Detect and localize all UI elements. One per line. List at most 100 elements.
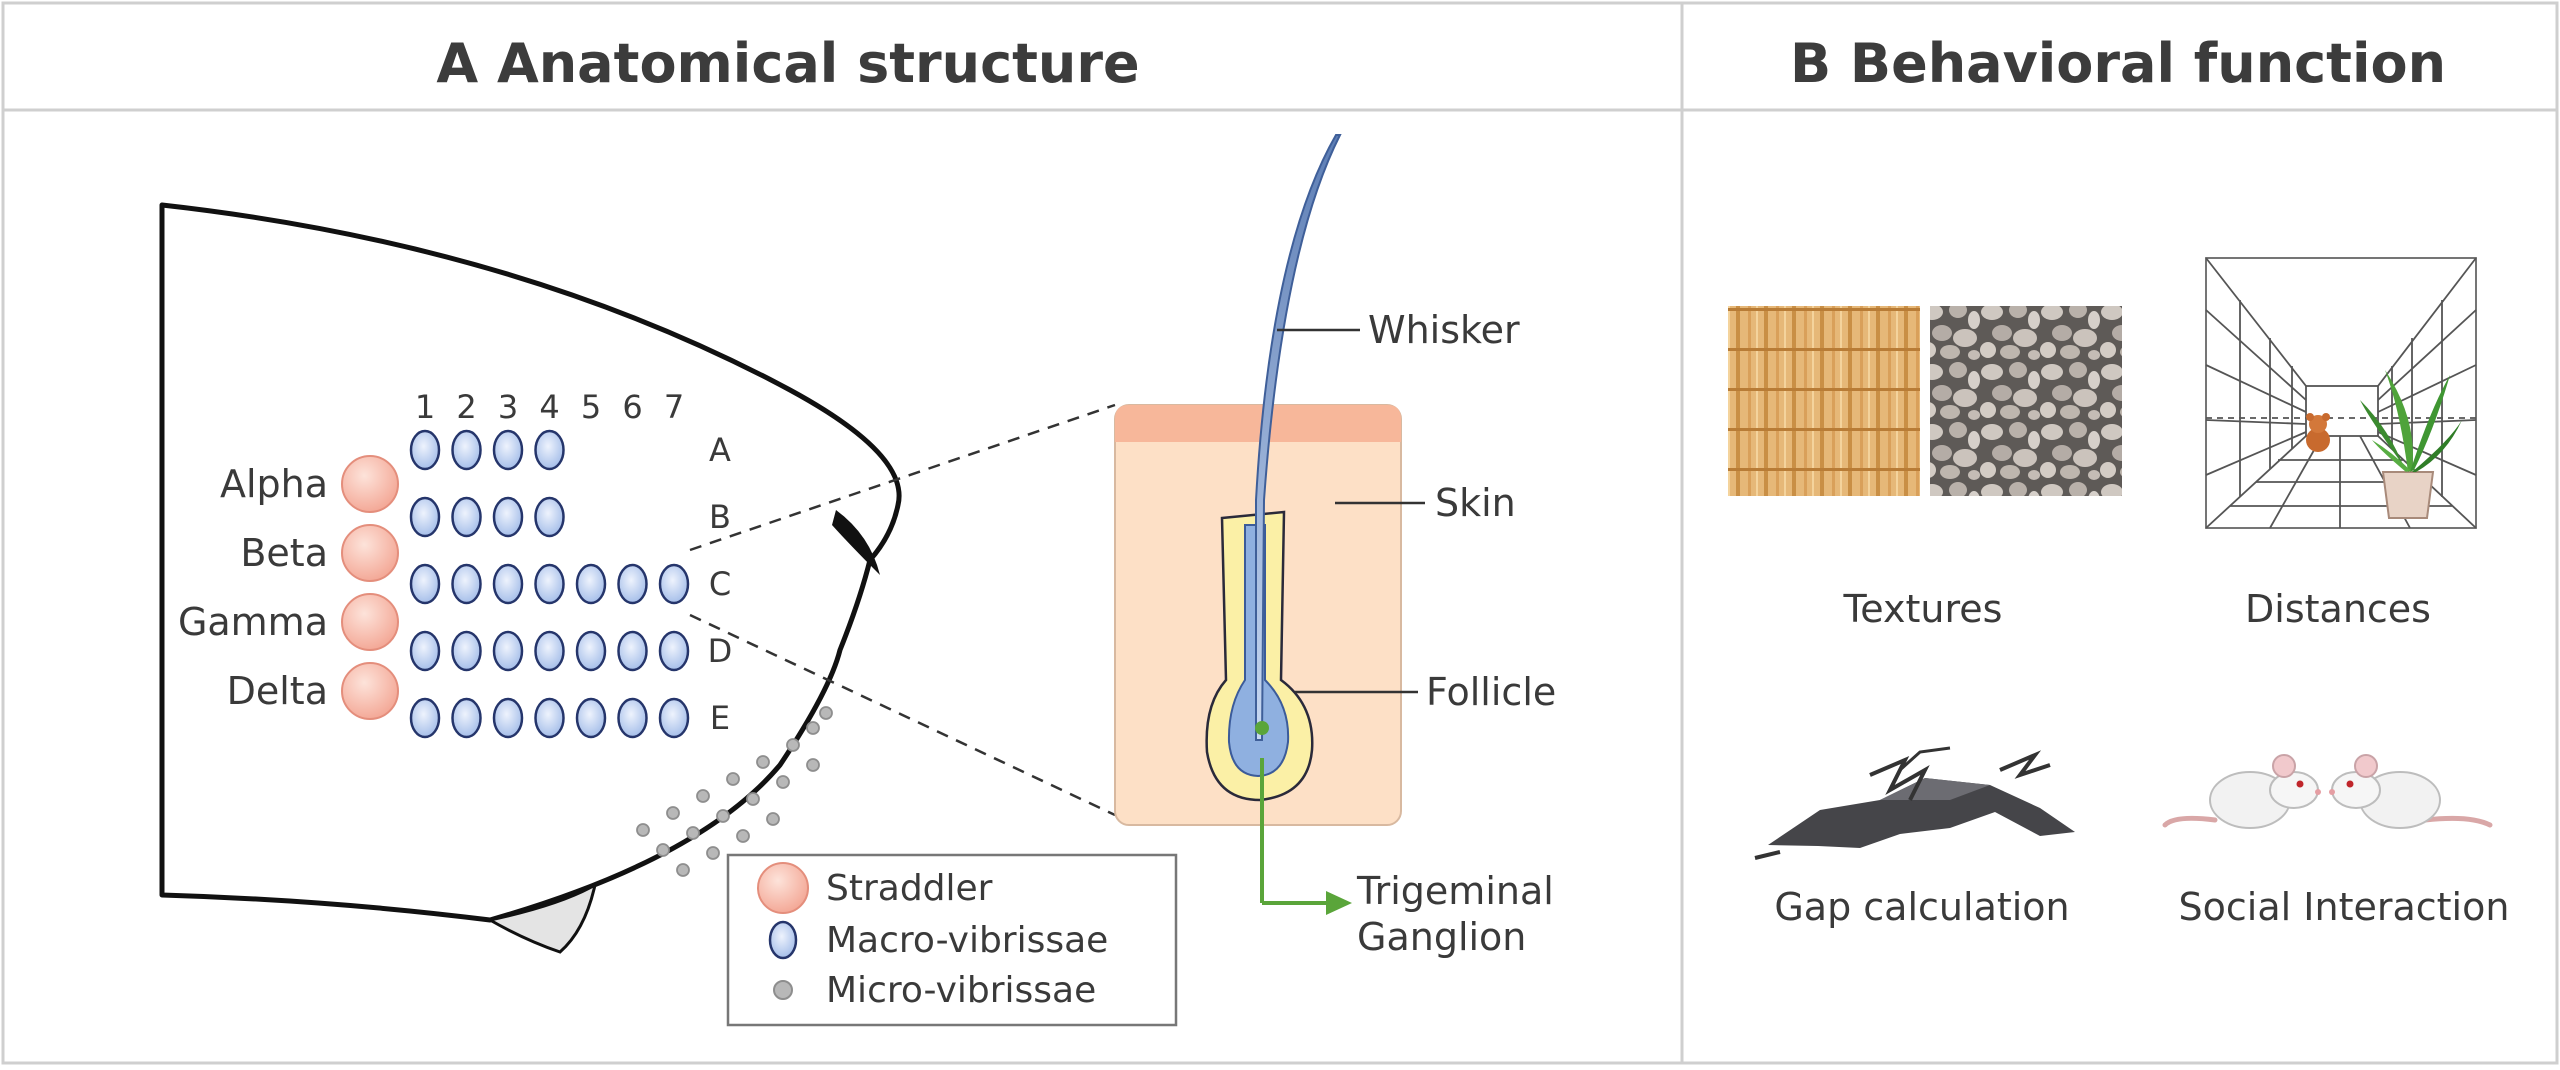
straddler-circle <box>341 662 399 720</box>
micro-vibrissa <box>656 843 670 857</box>
legend: Straddler Macro-vibrissae Micro-vibrissa… <box>726 853 1178 1027</box>
straddler-label: Beta <box>240 531 328 575</box>
macro-vibrissa <box>451 429 482 471</box>
legend-straddler-label: Straddler <box>826 868 993 909</box>
ganglion-label-line1: Trigeminal <box>1356 869 1554 913</box>
micro-vibrissa <box>666 806 680 820</box>
legend-micro-swatch <box>773 980 793 1000</box>
column-number: 5 <box>581 388 601 426</box>
gap-crack-icon <box>1754 746 2075 860</box>
macro-vibrissa <box>534 429 565 471</box>
macro-vibrissa <box>658 697 690 739</box>
distances-label: Distances <box>2245 587 2431 631</box>
pebble-texture <box>1930 306 2122 496</box>
column-number: 7 <box>664 388 684 426</box>
row-letter: D <box>708 632 733 670</box>
macro-vibrissa <box>617 697 648 739</box>
row-letter: B <box>709 498 731 536</box>
whisker-shaft <box>1255 134 1342 741</box>
zoom-line-top <box>689 403 1116 552</box>
macro-vibrissa <box>492 697 524 739</box>
macro-vibrissa <box>451 496 482 538</box>
gap-calculation-label: Gap calculation <box>1774 885 2069 929</box>
micro-vibrissa <box>819 706 833 720</box>
macro-vibrissa <box>451 630 482 672</box>
textures-label: Textures <box>1843 587 2003 631</box>
legend-straddler-swatch <box>757 862 809 914</box>
corridor-frame <box>2205 257 2477 529</box>
rodent-head <box>159 202 902 954</box>
follicle-label: Follicle <box>1426 670 1556 714</box>
bamboo-texture <box>1728 306 1920 496</box>
panel-b-title: B Behavioral function <box>1790 32 2446 95</box>
macro-vibrissa <box>492 429 524 471</box>
legend-macro-swatch <box>768 920 798 960</box>
straddler-circle <box>341 455 399 513</box>
macro-vibrissa <box>575 630 607 672</box>
micro-vibrissa <box>636 823 650 837</box>
micro-vibrissa <box>676 863 690 877</box>
micro-vibrissae-group <box>636 706 833 877</box>
nostril-mark <box>832 510 880 575</box>
micro-vibrissa <box>806 721 820 735</box>
nerve-arrowhead <box>1326 891 1352 915</box>
zoom-line-bottom <box>689 613 1116 817</box>
macro-vibrissae-grid <box>409 429 690 739</box>
mouse-left-icon <box>2162 754 2321 829</box>
whisker-label: Whisker <box>1368 308 1520 352</box>
macro-vibrissa <box>534 697 565 739</box>
teddy-bear-icon <box>2306 413 2330 452</box>
nerve-origin-dot <box>1255 721 1269 735</box>
macro-vibrissa <box>409 563 441 605</box>
micro-vibrissa <box>746 792 760 806</box>
macro-vibrissa <box>617 563 648 605</box>
micro-vibrissa <box>756 755 770 769</box>
micro-vibrissa <box>806 758 820 772</box>
micro-vibrissa <box>706 846 720 860</box>
potted-plant-icon <box>2360 370 2462 519</box>
straddler-label: Alpha <box>220 462 328 506</box>
macro-vibrissa <box>534 630 565 672</box>
ganglion-label-line2: Ganglion <box>1357 915 1526 959</box>
skin-surface <box>1115 405 1401 442</box>
macro-vibrissa <box>409 697 441 739</box>
column-number: 4 <box>539 388 559 426</box>
straddler-circle <box>341 593 399 651</box>
incisor-tooth <box>485 882 598 954</box>
legend-macro-label: Macro-vibrissae <box>826 920 1108 961</box>
straddler-label: Gamma <box>178 600 328 644</box>
macro-vibrissa <box>534 563 565 605</box>
macro-vibrissa <box>492 563 524 605</box>
macro-vibrissa <box>492 496 524 538</box>
textures-illustration <box>1728 306 2122 496</box>
micro-vibrissa <box>696 789 710 803</box>
follicle-diagram: Whisker Skin Follicle Trigeminal Ganglio… <box>1114 134 1556 959</box>
row-letter: C <box>709 565 731 603</box>
column-number: 3 <box>498 388 518 426</box>
macro-vibrissa <box>409 630 441 672</box>
macro-vibrissa <box>451 697 482 739</box>
macro-vibrissa <box>575 563 607 605</box>
micro-vibrissa <box>686 826 700 840</box>
macro-vibrissa <box>534 496 565 538</box>
corridor-vanishing-rect <box>2305 385 2379 437</box>
column-number: 1 <box>415 388 435 426</box>
panel-a-title: A Anatomical structure <box>436 32 1139 95</box>
macro-vibrissa <box>492 630 524 672</box>
legend-micro-label: Micro-vibrissae <box>826 970 1096 1011</box>
micro-vibrissa <box>776 775 790 789</box>
mouse-right-icon <box>2329 754 2493 829</box>
distances-illustration <box>2205 257 2477 529</box>
social-interaction-label: Social Interaction <box>2179 885 2510 929</box>
macro-vibrissa <box>575 697 607 739</box>
column-number: 6 <box>622 388 642 426</box>
micro-vibrissa <box>726 772 740 786</box>
macro-vibrissa <box>658 563 690 605</box>
macro-vibrissa <box>409 429 441 471</box>
